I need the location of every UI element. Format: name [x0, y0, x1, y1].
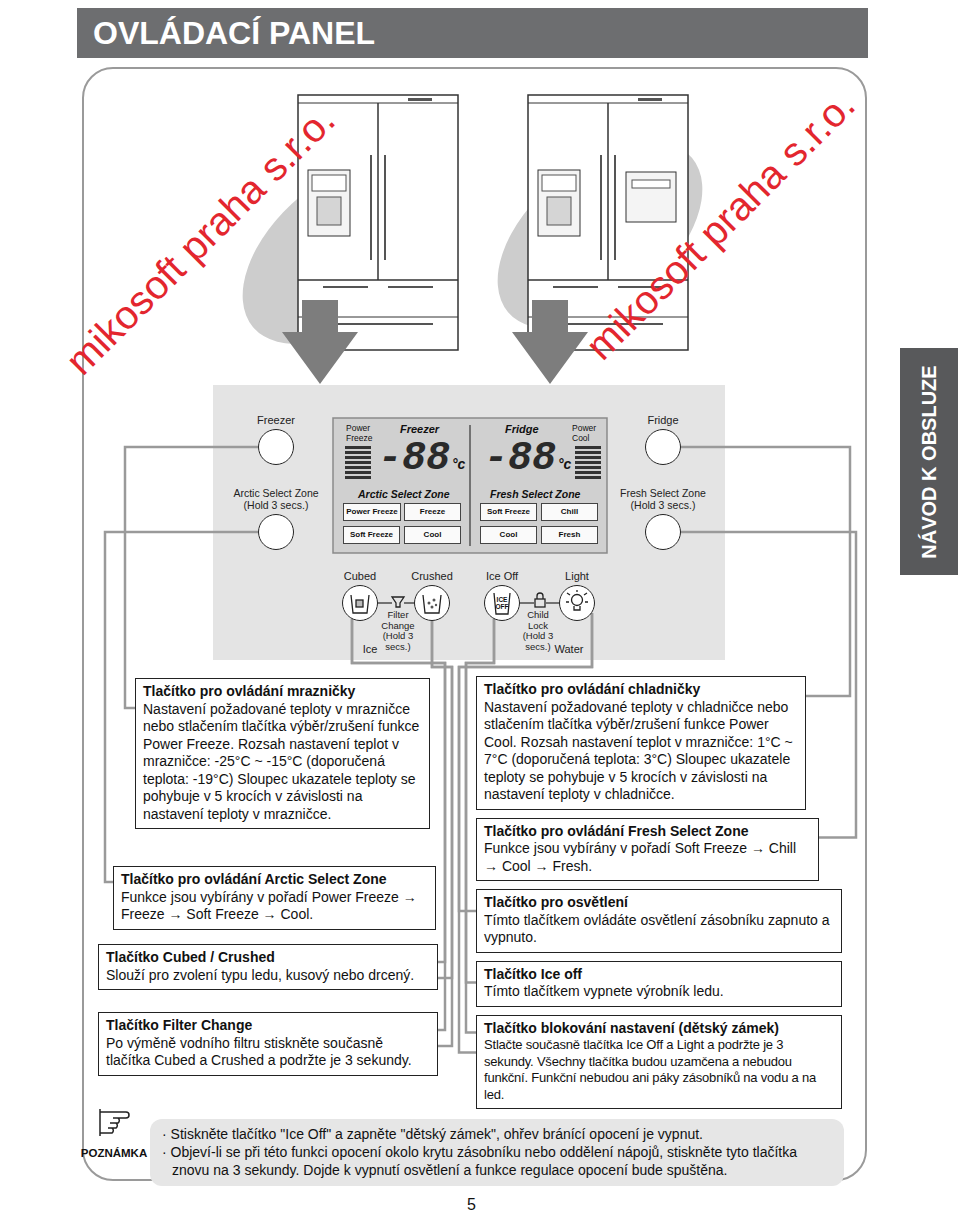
callout-box: Tlačítko Ice offTímto tlačítkem vypnete …	[476, 961, 842, 1007]
callout-box: Tlačítko Filter ChangePo výměně vodního …	[98, 1012, 438, 1076]
callout-box: Tlačítko Cubed / CrushedSlouží pro zvole…	[98, 944, 438, 990]
display-screen: Power FreezeFreezerFridgePower Cool-88°c…	[333, 418, 607, 553]
button-text: Soft Freeze	[487, 507, 530, 517]
box-heading: Tlačítko pro ovládání mrazničky	[143, 683, 422, 701]
callout-box: Tlačítko pro ovládání Fresh Select ZoneF…	[476, 818, 819, 882]
side-tab: NÁVOD K OBSLUZE	[900, 348, 958, 575]
display-text: -88	[484, 437, 556, 481]
zone-button: Soft Freeze	[480, 503, 537, 521]
round-button: Ice OffICE OFF	[484, 585, 520, 621]
box-heading: Tlačítko Filter Change	[106, 1017, 430, 1035]
button-label: Arctic Select Zone (Hold 3 secs.)	[220, 487, 332, 511]
round-button: Freezer	[258, 429, 294, 465]
box-body: Slouží pro zvolení typu ledu, kusový neb…	[106, 967, 430, 985]
box-heading: Tlačítko pro ovládání Arctic Select Zone	[121, 871, 428, 889]
title: OVLÁDACÍ PANEL	[93, 16, 375, 50]
leader-line	[125, 447, 258, 708]
callout-box: Tlačítko blokování nastavení (dětský zám…	[476, 1015, 842, 1110]
button-label: Ice Off	[486, 570, 518, 582]
display-text: Fridge	[505, 423, 539, 435]
panel-label: Ice	[363, 643, 378, 655]
box-body: Tímto tlačítkem ovládáte osvětlení zásob…	[484, 912, 834, 947]
button-text: Soft Freeze	[350, 530, 393, 540]
leader-line	[681, 447, 850, 696]
box-body: Funkce jsou vybírány v pořadí Soft Freez…	[484, 840, 811, 875]
button-label: Light	[565, 570, 589, 582]
zone-button: Chill	[541, 503, 598, 521]
button-text: Freeze	[420, 507, 445, 517]
box-heading: Tlačítko pro osvětlení	[484, 894, 834, 912]
icon-text: ICE OFF	[493, 596, 511, 610]
button-text: Cool	[500, 530, 518, 540]
display-text: Power Freeze	[346, 424, 378, 443]
zone-button: Soft Freeze	[343, 526, 400, 544]
control-panel: Filter Change (Hold 3 secs.) Child Lock (…	[213, 385, 725, 660]
box-body: Tímto tlačítkem vypnete výrobník ledu.	[484, 983, 834, 1001]
zone-button: Freeze	[404, 503, 461, 521]
tab-text: NÁVOD K OBSLUZE	[918, 365, 940, 558]
button-label: Freezer	[257, 414, 295, 426]
round-button: Light	[559, 585, 595, 621]
button-text: Cool	[424, 530, 442, 540]
panel-label: Child Lock (Hold 3 secs.)	[517, 610, 559, 652]
title-band: OVLÁDACÍ PANEL	[77, 8, 868, 58]
zone-button: Power Freeze	[343, 503, 401, 521]
box-heading: Tlačítko Ice off	[484, 966, 834, 984]
callout-box: Tlačítko pro ovládání Arctic Select Zone…	[113, 866, 436, 930]
button-label: Cubed	[344, 570, 376, 582]
display-text: Fresh Select Zone	[490, 488, 580, 500]
box-body: Nastavení požadované teploty v mrazničce…	[143, 701, 422, 824]
round-button: Fridge	[645, 429, 681, 465]
display-text: °c	[558, 457, 571, 472]
round-button: Fresh Select Zone (Hold 3 secs.)	[645, 514, 681, 550]
box-body: Stlačte současně tlačítka Ice Off a Ligh…	[484, 1037, 834, 1103]
panel-label: Filter Change (Hold 3 secs.)	[376, 610, 420, 652]
callout-box: Tlačítko pro osvětleníTímto tlačítkem ov…	[476, 889, 842, 953]
button-text: Chill	[561, 507, 578, 517]
panel-label: Water	[555, 643, 584, 655]
display-text: Arctic Select Zone	[358, 488, 450, 500]
box-heading: Tlačítko pro ovládání Fresh Select Zone	[484, 823, 811, 841]
zone-button: Cool	[480, 526, 537, 544]
button-text: Fresh	[559, 530, 581, 540]
display-text: Freezer	[400, 423, 439, 435]
callout-box: Tlačítko pro ovládání mrazničkyNastavení…	[135, 678, 430, 829]
zone-button: Cool	[404, 526, 461, 544]
zone-button: Fresh	[541, 526, 598, 544]
box-heading: Tlačítko pro ovládání chladničky	[484, 681, 798, 699]
box-heading: Tlačítko blokování nastavení (dětský zám…	[484, 1020, 834, 1038]
round-button: Arctic Select Zone (Hold 3 secs.)	[258, 514, 294, 550]
display-text: °c	[452, 457, 465, 472]
note-item: · Stiskněte tlačítko "Ice Off" a zapněte…	[162, 1125, 832, 1143]
note-item: · Objeví-li se při této funkci opocení o…	[162, 1143, 832, 1179]
page-number: 5	[467, 1196, 476, 1214]
note-label: POZNÁMKA	[78, 1147, 150, 1160]
display-text: -88	[378, 437, 450, 481]
button-label: Crushed	[411, 570, 453, 582]
box-body: Funkce jsou vybírány v pořadí Power Free…	[121, 889, 428, 924]
round-button: Cubed	[342, 585, 378, 621]
note-box: · Stiskněte tlačítko "Ice Off" a zapněte…	[150, 1119, 844, 1186]
box-body: Po výměně vodního filtru stiskněte souča…	[106, 1035, 430, 1070]
button-text: Power Freeze	[346, 507, 398, 517]
box-body: Nastavení požadované teploty v chladničc…	[484, 699, 798, 804]
box-heading: Tlačítko Cubed / Crushed	[106, 949, 430, 967]
round-button: Crushed	[414, 585, 450, 621]
button-label: Fresh Select Zone (Hold 3 secs.)	[607, 487, 719, 511]
display-text: Power Cool	[572, 424, 602, 443]
button-label: Fridge	[647, 414, 678, 426]
callout-box: Tlačítko pro ovládání chladničkyNastaven…	[476, 676, 806, 810]
